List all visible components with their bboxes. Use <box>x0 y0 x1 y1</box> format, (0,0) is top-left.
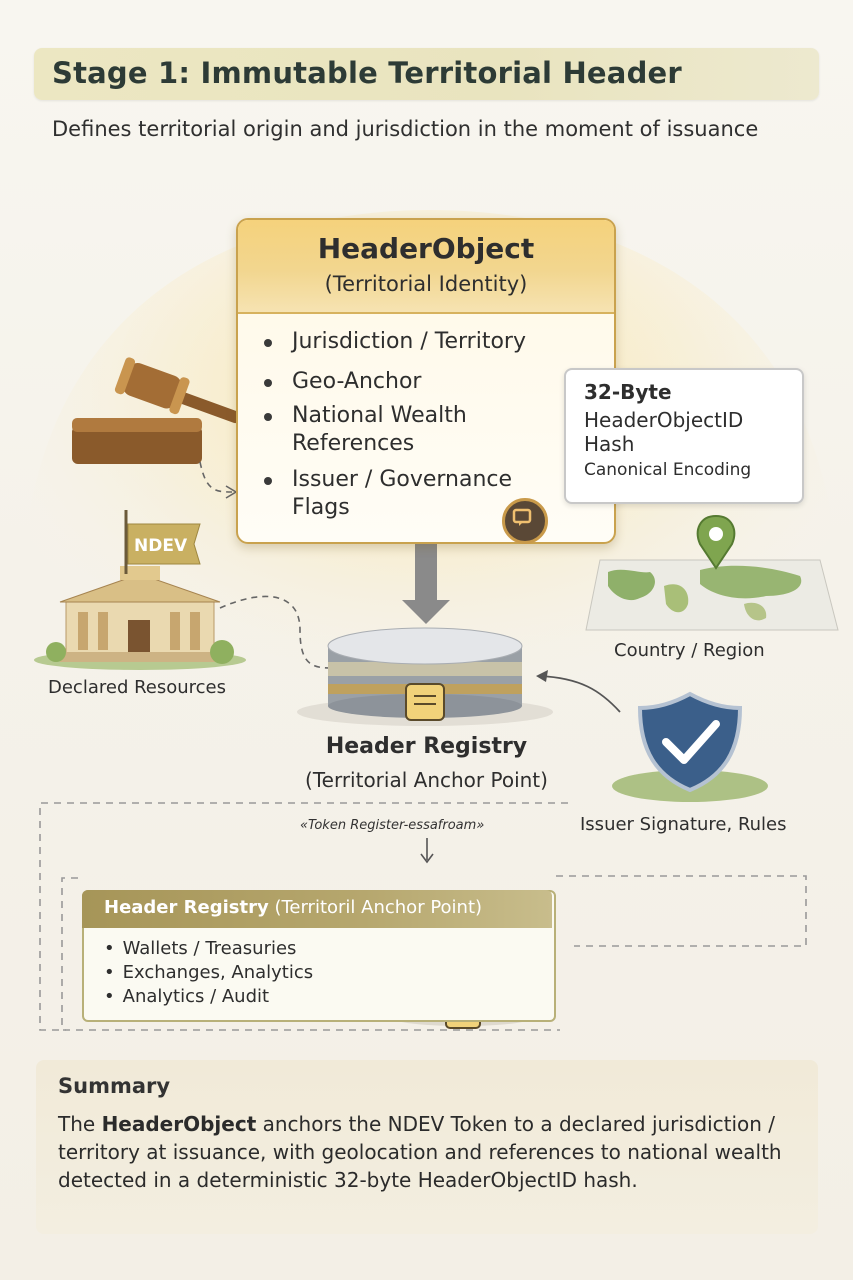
shield-check-icon <box>612 691 768 802</box>
page-subtitle: Defines territorial origin and jurisdict… <box>52 117 759 141</box>
flag-icon: NDEV <box>124 510 201 574</box>
world-map-icon <box>585 559 839 631</box>
hash-callout-hash: Hash <box>584 432 635 456</box>
declared-resources-label: Declared Resources <box>48 677 227 698</box>
header-registry-subtitle: (Territorial Anchor Point) <box>305 768 548 792</box>
header-object-bullet: Jurisdiction / Territory <box>264 328 584 356</box>
header-object-card: HeaderObject (Territorial Identity) Juri… <box>236 218 616 544</box>
registry-item: Wallets / Treasuries <box>104 938 297 959</box>
chat-badge-icon <box>502 498 548 544</box>
header-object-bullet: Geo-Anchor <box>264 368 584 396</box>
summary-box <box>36 1060 818 1234</box>
bank-building-icon <box>34 566 246 670</box>
header-object-title: HeaderObject <box>317 232 535 265</box>
arrow-down-icon <box>402 540 450 624</box>
country-region-label: Country / Region <box>614 640 765 661</box>
token-register-label: «Token Register-essafroam» <box>300 818 485 833</box>
document-icon <box>405 683 445 721</box>
location-pin-icon <box>696 514 736 570</box>
hash-callout-box <box>564 368 804 504</box>
hash-callout-title: 32-Byte <box>584 380 672 404</box>
issuer-signature-label: Issuer Signature, Rules <box>580 814 787 835</box>
page-title: Stage 1: Immutable Territorial Header <box>52 56 682 90</box>
registry-box-header <box>82 890 552 928</box>
registry-item: Analytics / Audit <box>104 986 269 1007</box>
header-object-subtitle: (Territorial Identity) <box>324 272 528 296</box>
title-bar <box>34 48 819 100</box>
header-object-card-header <box>238 220 614 314</box>
header-registry-title: Header Registry <box>325 734 528 759</box>
registry-item: Exchanges, Analytics <box>104 962 314 983</box>
flag-label: NDEV <box>134 536 188 556</box>
header-object-bullet: Issuer / Governance Flags <box>264 466 584 522</box>
summary-text: The HeaderObject anchors the NDEV Token … <box>58 1112 782 1192</box>
hash-callout-id: HeaderObjectID <box>584 408 744 432</box>
header-object-bullet: National Wealth References <box>264 402 584 458</box>
summary-bold-lead: HeaderObject <box>101 1112 257 1136</box>
gavel-icon <box>72 357 241 464</box>
hash-callout-encoding: Canonical Encoding <box>584 460 752 480</box>
summary-heading: Summary <box>58 1074 171 1098</box>
registry-box-title: Header Registry (Territoril Anchor Point… <box>104 897 483 918</box>
